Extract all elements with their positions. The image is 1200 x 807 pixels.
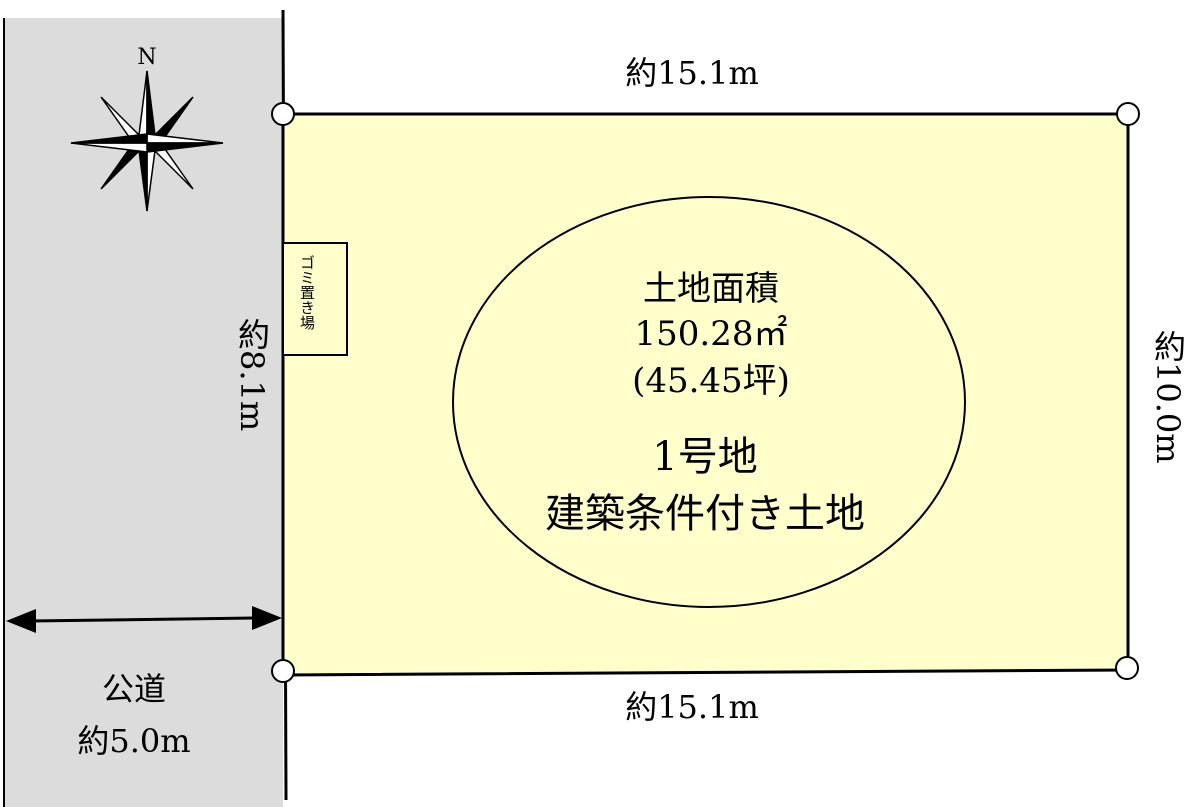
dimension-right: 約10.0m <box>1149 330 1187 464</box>
garbage-area-box <box>282 242 348 356</box>
compass-north-label: N <box>137 45 156 70</box>
lot-number: 1号地 <box>652 434 757 480</box>
road-width-arrow-left-head <box>6 609 36 633</box>
lot-type: 建築条件付き土地 <box>545 491 865 537</box>
compass-icon <box>70 70 224 212</box>
corner-marker-top-left <box>271 102 295 126</box>
area-label: 土地面積 <box>643 269 779 309</box>
corner-marker-bottom-right <box>1115 656 1139 680</box>
corner-marker-bottom-left <box>271 659 295 683</box>
road-width-arrow-right-head <box>252 606 282 630</box>
road-width-arrow-line <box>29 616 257 623</box>
road-width: 約5.0m <box>77 722 190 760</box>
area-ellipse <box>452 196 966 608</box>
area-sqm: 150.28㎡ <box>635 314 788 354</box>
corner-marker-top-right <box>1116 102 1140 126</box>
dimension-bottom: 約15.1m <box>625 688 759 726</box>
garbage-area-label: ゴミ置き場 <box>298 255 316 330</box>
dimension-top: 約15.1m <box>625 54 759 92</box>
dimension-left: 約8.1m <box>233 318 271 431</box>
area-tsubo: (45.45坪) <box>632 361 790 401</box>
road-label: 公道 <box>102 670 166 708</box>
